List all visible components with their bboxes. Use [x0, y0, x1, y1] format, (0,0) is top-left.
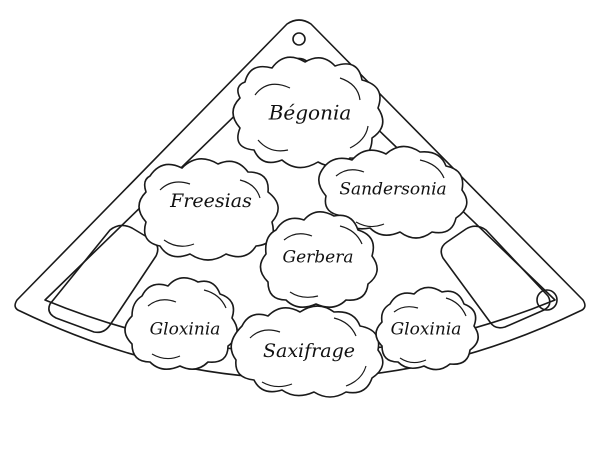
cloud-freesias: Freesias [138, 158, 279, 261]
cloud-sandersonia: Sandersonia [318, 145, 468, 239]
label-saxifrage: Saxifrage [263, 340, 355, 362]
cloud-begonia: Bégonia [232, 56, 384, 169]
right-window [440, 225, 551, 329]
label-gerbera: Gerbera [283, 248, 354, 268]
cloud-gloxinia-right: Gloxinia [375, 286, 479, 371]
label-gloxinia-right: Gloxinia [391, 320, 462, 340]
cloud-gerbera: Gerbera [259, 211, 378, 308]
cloud-gloxinia-left: Gloxinia [124, 277, 238, 370]
cloud-saxifrage: Saxifrage [230, 305, 384, 398]
label-sandersonia: Sandersonia [339, 180, 446, 200]
label-gloxinia-left: Gloxinia [150, 320, 221, 340]
label-freesias: Freesias [169, 190, 252, 212]
hanging-hole [292, 32, 306, 46]
right-hole [536, 289, 558, 311]
label-begonia: Bégonia [268, 101, 352, 125]
left-window [48, 224, 159, 334]
